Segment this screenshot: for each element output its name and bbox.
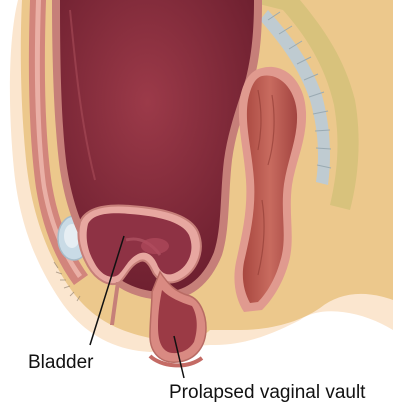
prolapsed-vaginal-vault-label: Prolapsed vaginal vault [169,382,366,403]
bladder-label: Bladder [28,352,94,373]
